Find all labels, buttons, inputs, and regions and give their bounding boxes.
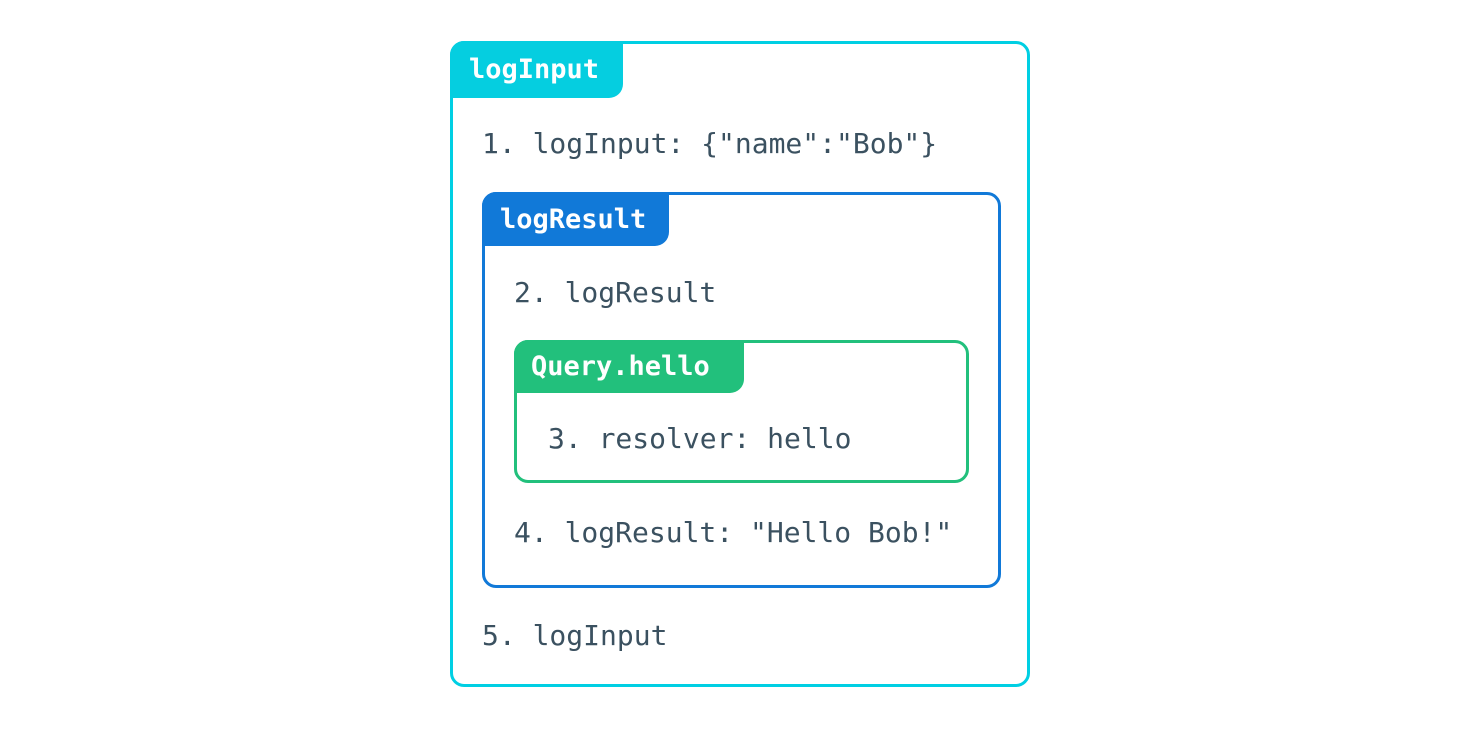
- log-line-4: 4. logResult: "Hello Bob!": [514, 516, 953, 549]
- query-hello-tab-label: Query.hello: [531, 351, 710, 382]
- log-input-block: logInput 1. logInput: {"name":"Bob"} log…: [450, 41, 1030, 687]
- log-input-tab-label: logInput: [469, 54, 600, 85]
- log-line-1: 1. logInput: {"name":"Bob"}: [482, 127, 938, 160]
- query-hello-block: Query.hello 3. resolver: hello: [514, 340, 969, 483]
- log-line-3: 3. resolver: hello: [548, 422, 852, 455]
- log-line-5: 5. logInput: [482, 619, 668, 652]
- log-result-tab-label: logResult: [500, 203, 647, 235]
- log-line-2: 2. logResult: [514, 276, 717, 309]
- query-hello-tab[interactable]: Query.hello: [514, 340, 744, 393]
- log-result-tab[interactable]: logResult: [482, 192, 669, 246]
- log-input-tab[interactable]: logInput: [450, 41, 623, 98]
- log-result-block: logResult 2. logResult Query.hello 3. re…: [482, 192, 1001, 588]
